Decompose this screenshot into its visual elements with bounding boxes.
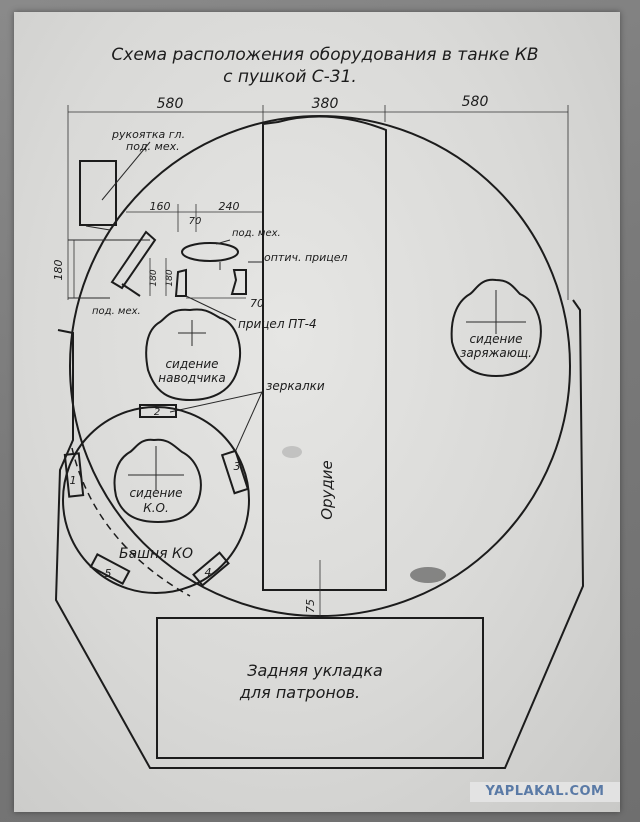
sight-lens: [181, 242, 239, 262]
commander-seat-label-2: К.О.: [143, 501, 169, 515]
optical-sight: [230, 269, 247, 295]
mirror-1-label: 1: [70, 474, 77, 487]
label-pod-mekh-left: под. мех.: [92, 306, 141, 317]
dim-180-mid: 180: [149, 269, 159, 286]
driver-periscope: [110, 230, 157, 290]
pt4-sight: [174, 268, 187, 297]
dim-180-mid2: 180: [165, 269, 175, 286]
rear-stowage-label-2: для патронов.: [239, 683, 360, 702]
gun-body: [262, 115, 387, 591]
turret-swept-arc: [71, 447, 191, 597]
dim-75: 75: [304, 599, 317, 613]
label-mirrors: зеркалки: [266, 379, 325, 393]
label-sight-pt4: прицел ПТ-4: [238, 317, 317, 331]
rear-stowage-label-1: Задняя укладка: [247, 661, 383, 680]
title-line-2: с пушкой С-31.: [223, 67, 357, 87]
watermark: YAPLAKAL.COM: [470, 782, 620, 802]
driver-handle-box: [79, 160, 117, 226]
mirrors-leader-2: [235, 391, 263, 451]
drawing-sheet: [14, 12, 620, 812]
ink-smudge: [410, 567, 446, 583]
mirror-2-label: 2: [154, 407, 160, 418]
rear-ammo-stowage: [156, 617, 484, 759]
mirror-4-label: 4: [205, 566, 212, 579]
label-handle-line-1: рукоятка гл.: [111, 128, 185, 141]
mirror-block-5: [89, 553, 131, 585]
dim-180-left: 180: [52, 260, 65, 281]
label-optic-sight: оптич. прицел: [264, 251, 348, 264]
dim-70-top: 70: [189, 216, 202, 227]
commander-seat-label-1: сидение: [129, 486, 182, 500]
mirror-block-4: [192, 551, 230, 587]
gunner-seat: [145, 308, 241, 402]
commander-seat: [113, 438, 202, 524]
paper-stain: [282, 446, 302, 458]
dim-right-width: 580: [462, 94, 489, 110]
mirror-5-label: 5: [105, 567, 112, 580]
mirror-3-label: 3: [234, 460, 241, 473]
pod-mekh-top-leader: [215, 239, 231, 245]
dim-70-bottom: 70: [250, 297, 264, 310]
label-handle-line-2: под. мех.: [126, 140, 180, 153]
loader-seat-label-2: заряжающ.: [460, 346, 532, 360]
turret-ring: [69, 115, 571, 617]
loader-seat: [450, 278, 542, 378]
mirror-block-1: [63, 452, 85, 498]
dim-left-width: 580: [157, 96, 184, 112]
dim-center-width: 380: [312, 96, 339, 112]
driver-periscope-base: [121, 283, 141, 297]
loader-seat-label-1: сидение: [469, 332, 522, 346]
driver-handle-base: [85, 225, 111, 231]
gunner-seat-label-1: сидение: [165, 357, 218, 371]
dim-160-240-lines: [126, 204, 262, 232]
commander-turret: [62, 406, 250, 594]
mirrors-leader-1: [169, 391, 263, 413]
driver-handle-leader: [101, 141, 151, 201]
dim-240: 240: [219, 200, 240, 213]
dim-180-left-bracket: [68, 239, 150, 299]
pt4-leader: [185, 295, 237, 321]
mirror-block-3: [220, 449, 250, 495]
title-line-1: Схема расположения оборудования в танке …: [111, 45, 538, 65]
mirror-block-2: [139, 404, 177, 418]
dim-160: 160: [150, 200, 171, 213]
top-dimension-line: [67, 105, 569, 300]
label-pod-mekh-top: под. мех.: [232, 228, 281, 239]
gunner-seat-label-2: наводчика: [158, 371, 225, 385]
turret-ko-label: Башня КО: [119, 546, 193, 562]
gun-label: Орудие: [318, 460, 336, 520]
hull-outline: [54, 299, 585, 769]
